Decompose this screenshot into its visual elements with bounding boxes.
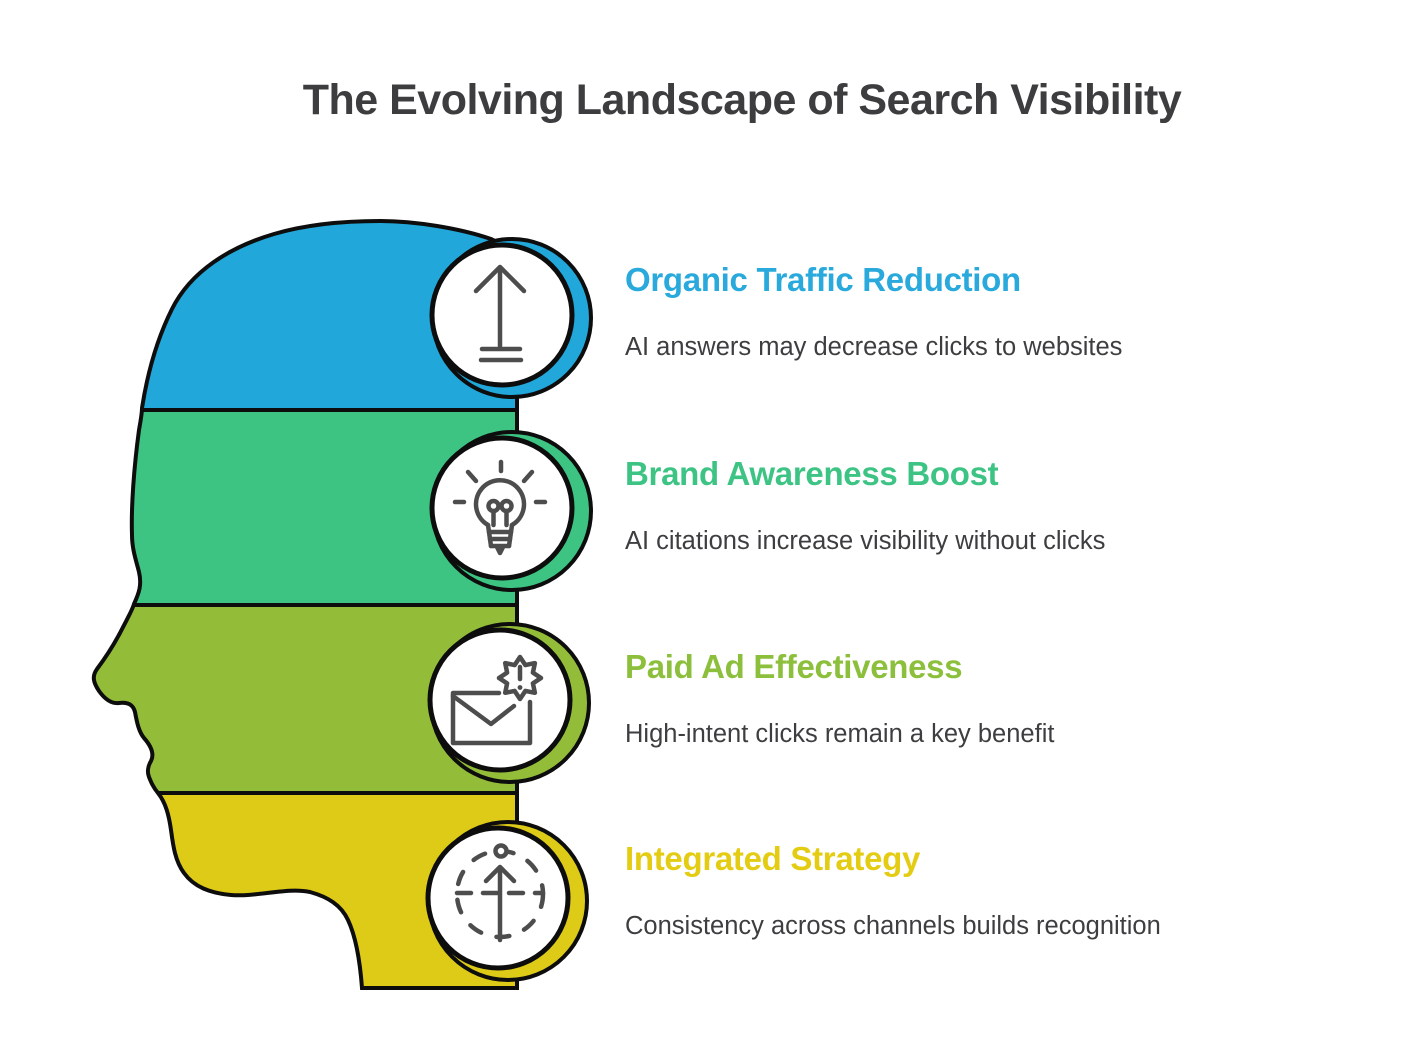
section-description: Consistency across channels builds recog… — [625, 911, 1161, 940]
section-paid-ad-effectiveness: Paid Ad Effectiveness High-intent clicks… — [625, 647, 1325, 749]
section-heading: Paid Ad Effectiveness — [625, 648, 963, 685]
section-description: High-intent clicks remain a key benefit — [625, 719, 1055, 748]
section-description: AI citations increase visibility without… — [625, 526, 1106, 555]
page-title: The Evolving Landscape of Search Visibil… — [302, 76, 1182, 124]
person-growth-icon — [454, 843, 546, 943]
head-outline — [91, 218, 519, 990]
section-description: AI answers may decrease clicks to websit… — [625, 332, 1123, 361]
section-heading: Organic Traffic Reduction — [625, 261, 1021, 298]
section-organic-traffic-reduction: Organic Traffic Reduction AI answers may… — [625, 260, 1325, 362]
section-integrated-strategy: Integrated Strategy Consistency across c… — [625, 839, 1325, 941]
section-heading: Integrated Strategy — [625, 840, 921, 877]
mail-alert-icon — [450, 654, 544, 746]
growth-arrow-icon — [473, 264, 527, 363]
section-brand-awareness-boost: Brand Awareness Boost AI citations incre… — [625, 454, 1325, 556]
section-heading: Brand Awareness Boost — [625, 455, 999, 492]
lightbulb-idea-icon — [452, 459, 548, 556]
